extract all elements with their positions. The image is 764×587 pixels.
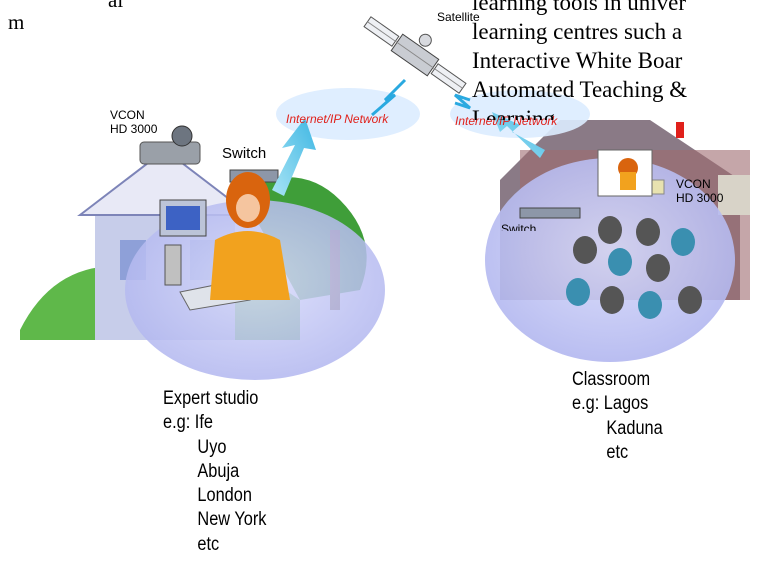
expert-studio-line: New York: [197, 509, 267, 531]
classroom-title: Classroom: [572, 369, 651, 390]
top-left-text-fragment: al m: [8, 0, 123, 34]
network-label-right: Internet/IP Network: [455, 114, 558, 128]
switch-right-label: Switch: [501, 222, 537, 231]
top-right-paragraph: learning tools in univer learning centre…: [472, 0, 687, 120]
classroom-line: e.g: Lagos: [572, 393, 649, 415]
uplink-arrow-left-icon: [272, 118, 316, 196]
projector-screen-illustration: [519, 149, 665, 219]
vcon-left-line1: VCON: [110, 108, 145, 122]
classroom-caption: Classroom e.g: Lagos Kaduna etc: [572, 368, 663, 465]
expert-person-illustration: [210, 172, 290, 300]
classroom-line: Kaduna: [606, 417, 663, 439]
expert-studio-line: e.g: Ife: [163, 412, 213, 434]
top-left-fragment-line1: al: [108, 0, 124, 12]
paragraph-line-2: learning centres such a: [472, 19, 683, 44]
switch-left-label: Switch: [222, 145, 267, 162]
paragraph-line-1: learning tools in univer: [472, 0, 686, 15]
network-cloud-left: [276, 88, 420, 140]
signal-left-icon: [371, 78, 407, 117]
expert-studio-caption: Expert studio e.g: Ife Uyo Abuja London …: [163, 387, 266, 557]
vcon-left-line2: HD 3000: [110, 122, 158, 136]
satellite-label: Satellite: [437, 10, 480, 24]
expert-studio-line: Abuja: [197, 460, 240, 482]
expert-studio-line: Uyo: [197, 436, 227, 458]
vcon-left-label: VCON HD 3000: [110, 108, 157, 136]
expert-studio-line: London: [197, 485, 252, 507]
network-cloud-right: [450, 90, 590, 138]
paragraph-line-3: Interactive White Boar: [472, 48, 683, 73]
expert-studio-title: Expert studio: [163, 388, 259, 409]
signal-right-icon: [454, 93, 471, 110]
top-left-fragment-line2: m: [8, 10, 25, 34]
vcon-right-line2: HD 3000: [676, 191, 724, 205]
classroom-line: etc: [606, 441, 629, 463]
vcon-right-line1: VCON: [676, 177, 711, 191]
vcon-right-label: VCON HD 3000: [676, 177, 723, 205]
expert-equipment-illustration: [139, 125, 279, 311]
expert-studio-line: etc: [197, 533, 220, 555]
paragraph-line-4: Automated Teaching &: [472, 77, 688, 102]
classroom-students-illustration: [566, 216, 702, 319]
downlink-arrow-right-icon: [492, 112, 545, 158]
paragraph-line-5: Learning: [472, 106, 556, 120]
satellite-icon: [363, 16, 467, 94]
network-label-left: Internet/IP Network: [286, 112, 389, 126]
